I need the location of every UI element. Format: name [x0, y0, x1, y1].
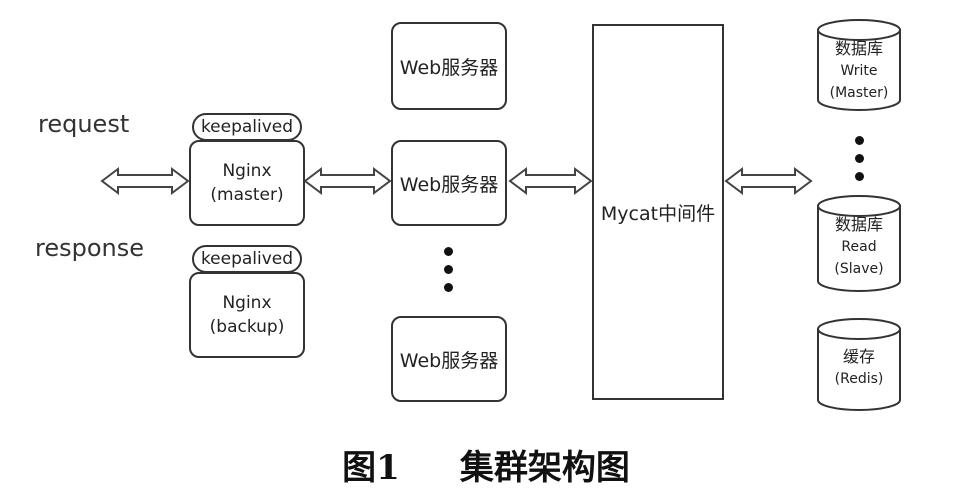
db-read-text: 数据库 Read (Slave): [818, 214, 900, 280]
web-server-label: Web服务器: [399, 173, 499, 196]
db-write-top: [817, 19, 901, 41]
web-server-box: Web服务器: [391, 140, 507, 226]
db-write-cylinder: [817, 30, 901, 111]
db-write-title: 数据库: [834, 39, 883, 58]
web-server-box: Web服务器: [391, 316, 507, 402]
cache-text: 缓存 (Redis): [818, 346, 900, 390]
mycat-middleware-label: Mycat中间件: [600, 202, 716, 225]
web-server-label: Web服务器: [399, 56, 499, 79]
db-write-role: (Master): [829, 85, 889, 101]
keepalived-master-label: keepalived: [200, 117, 294, 137]
db-read-cylinder: [817, 206, 901, 292]
figure-caption: 图1 集群架构图: [0, 440, 972, 489]
ellipsis-dot: [855, 172, 864, 181]
cache-top: [817, 318, 901, 340]
response-label: response: [35, 234, 145, 262]
double-arrow-web-mycat: [508, 167, 593, 195]
web-server-box: Web服务器: [391, 22, 507, 110]
db-write-text: 数据库 Write (Master): [818, 38, 900, 104]
figure-number: 图1: [342, 448, 400, 488]
nginx-backup-role: (backup): [209, 317, 285, 337]
nginx-master-role: (master): [210, 185, 284, 205]
db-write-mode: Write: [840, 63, 878, 79]
keepalived-backup-label: keepalived: [200, 249, 294, 269]
nginx-master-name: Nginx: [222, 161, 272, 181]
db-read-title: 数据库: [834, 215, 883, 234]
db-read-role: (Slave): [834, 261, 884, 277]
figure-title: 集群架构图: [459, 448, 630, 488]
ellipsis-dot: [444, 283, 453, 292]
double-arrow-client-nginx: [100, 167, 190, 195]
ellipsis-dot: [444, 265, 453, 274]
mycat-middleware-box: Mycat中间件: [592, 24, 724, 400]
ellipsis-dot: [855, 154, 864, 163]
ellipsis-dot: [444, 247, 453, 256]
web-server-label: Web服务器: [399, 349, 499, 372]
ellipsis-dot: [855, 136, 864, 145]
keepalived-master-badge: keepalived: [192, 113, 302, 141]
db-read-mode: Read: [841, 239, 877, 255]
double-arrow-mycat-db: [724, 167, 813, 195]
nginx-backup-name: Nginx: [222, 293, 272, 313]
nginx-master-box: Nginx (master): [189, 140, 305, 226]
keepalived-backup-badge: keepalived: [192, 245, 302, 273]
db-read-top: [817, 195, 901, 217]
request-label: request: [38, 110, 130, 138]
nginx-backup-box: Nginx (backup): [189, 272, 305, 358]
cache-type: (Redis): [834, 371, 884, 387]
cache-title: 缓存: [842, 347, 875, 366]
cache-cylinder: [817, 329, 901, 411]
double-arrow-nginx-web: [303, 167, 392, 195]
